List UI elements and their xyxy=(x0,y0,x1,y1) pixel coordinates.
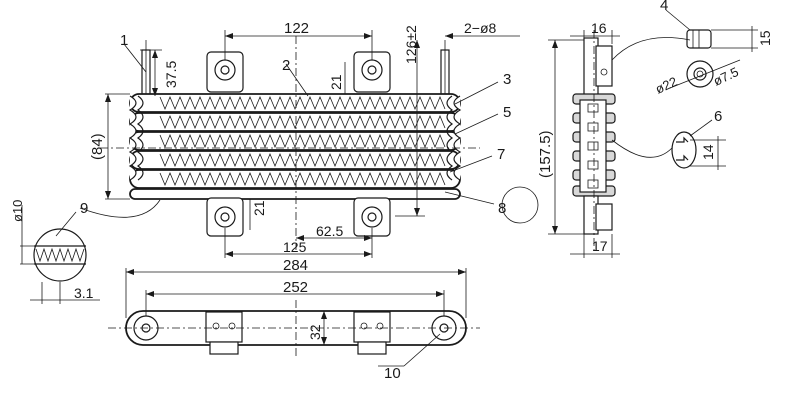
dimension-21-bottom: 21 xyxy=(249,199,267,230)
dim-157-5-label: (157.5) xyxy=(537,130,554,178)
callout-8: 8 xyxy=(498,200,506,217)
bottom-view-bracket-left xyxy=(205,311,243,355)
dim-16-label: 16 xyxy=(591,20,607,36)
dimension-37-5: 37.5 xyxy=(140,49,179,96)
dimension-122: 122 xyxy=(224,20,373,60)
callout-9: 9 xyxy=(80,200,88,217)
dimension-2phi8: 2−ø8 xyxy=(445,20,520,39)
dim-37-5-label: 37.5 xyxy=(163,61,179,88)
cooler-tubes xyxy=(129,93,461,200)
dim-phi22-label: ø22 xyxy=(653,74,680,97)
left-end-cap xyxy=(128,95,144,181)
detail-washer: ø22 ø7.5 xyxy=(653,59,741,97)
dimension-21-top: 21 xyxy=(328,62,346,94)
dimension-84: (84) xyxy=(89,93,130,200)
dim-84-label: (84) xyxy=(89,133,106,160)
dim-21-top-label: 21 xyxy=(328,74,344,90)
callout-2: 2 xyxy=(282,57,290,74)
dimension-284: 284 xyxy=(125,257,467,318)
dim-252-label: 252 xyxy=(283,279,308,296)
dim-62-5-label: 62.5 xyxy=(316,223,343,239)
dim-phi10-label: ø10 xyxy=(10,200,25,222)
callout-4: 4 xyxy=(660,0,668,14)
side-view: 16 (157.5) 17 15 4 xyxy=(537,0,773,258)
dim-14-label: 14 xyxy=(700,144,716,160)
right-end-cap xyxy=(446,95,462,181)
callout-6: 6 xyxy=(714,108,722,125)
fin-hatching xyxy=(159,95,446,187)
dim-284-label: 284 xyxy=(283,257,308,274)
bottom-view-bracket-right xyxy=(353,311,391,355)
callout-leaders xyxy=(79,43,499,218)
callout-7: 7 xyxy=(497,146,505,163)
dim-phi7-5-label: ø7.5 xyxy=(711,64,741,89)
callout-1: 1 xyxy=(120,32,128,49)
dim-122-label: 122 xyxy=(284,20,309,37)
detail-fitting-4: 15 4 xyxy=(611,0,773,61)
dim-32-label: 32 xyxy=(307,324,323,340)
dim-125-label: 125 xyxy=(283,239,307,255)
dim-3-1-label: 3.1 xyxy=(74,285,94,301)
front-view: 122 126±2 2−ø8 37.5 21 xyxy=(79,20,539,258)
dimension-62-5: 62.5 xyxy=(296,223,372,241)
dimension-126: 126±2 xyxy=(395,25,425,217)
dimension-252: 252 xyxy=(145,279,445,316)
detail-view-9: ø10 3.1 9 xyxy=(10,200,100,304)
left-stud xyxy=(141,40,151,100)
top-right-bracket xyxy=(353,51,391,93)
dim-15-label: 15 xyxy=(757,30,773,46)
top-left-bracket xyxy=(206,51,244,93)
detail-clamp-6: 14 6 xyxy=(611,108,726,170)
side-view-tube-stack xyxy=(572,93,616,197)
bottom-left-bracket xyxy=(206,197,244,237)
dim-21-bottom-label: 21 xyxy=(251,200,267,216)
callout-10: 10 xyxy=(384,365,401,382)
bottom-view: 284 252 32 10 xyxy=(108,257,480,382)
callout-5: 5 xyxy=(503,104,511,121)
dimension-32: 32 xyxy=(307,311,327,345)
dim-17-label: 17 xyxy=(592,238,608,254)
dim-126-label: 126±2 xyxy=(403,25,419,64)
dimension-125: 125 xyxy=(224,228,373,258)
right-stud xyxy=(440,40,450,100)
callout-3: 3 xyxy=(503,71,511,88)
dim-2phi8-label: 2−ø8 xyxy=(464,20,497,36)
